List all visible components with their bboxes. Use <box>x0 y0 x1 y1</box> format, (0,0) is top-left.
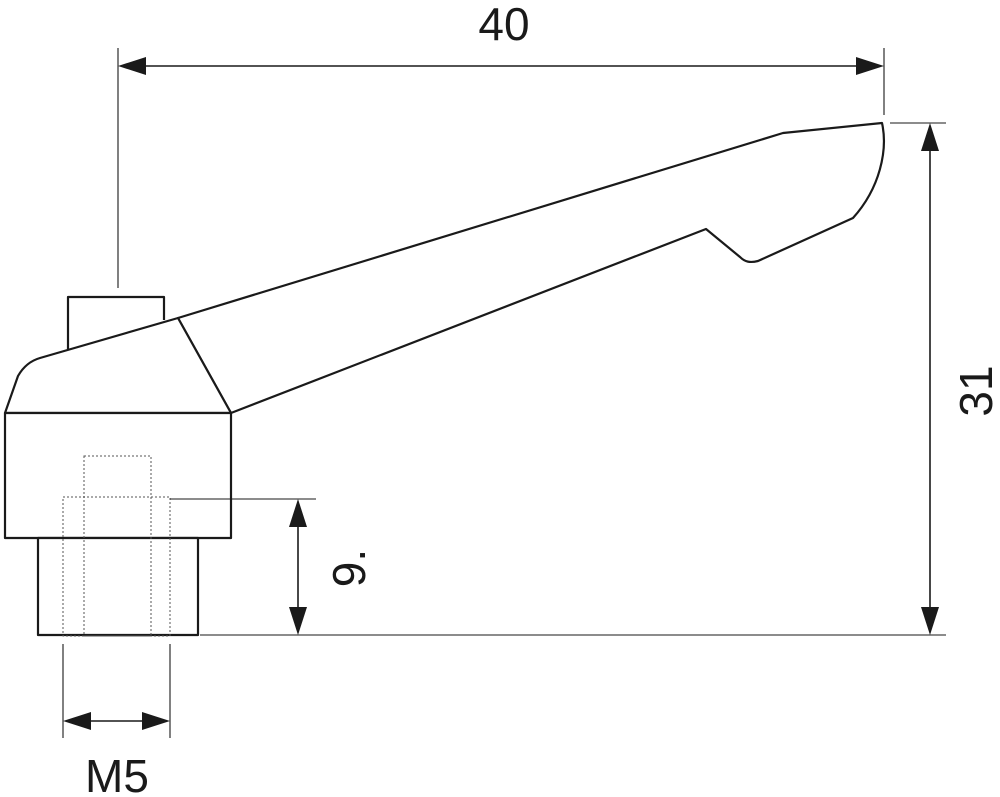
length-label: 40 <box>478 0 529 50</box>
hub-pin <box>66 295 166 349</box>
height-label: 31 <box>950 365 1000 416</box>
arrowhead-bottom <box>921 607 939 635</box>
hub-body <box>3 411 233 540</box>
hidden-thread-lines <box>62 455 171 637</box>
dimension-thread-length: 9. <box>170 498 375 635</box>
arrowhead-right <box>856 57 884 75</box>
lever-part <box>3 121 885 637</box>
arrowhead-top <box>921 123 939 151</box>
thread-length-label: 9. <box>323 549 375 587</box>
arrowhead-left <box>118 57 146 75</box>
dimension-height: 31 <box>200 122 1000 636</box>
arrowhead-bottom <box>289 607 307 635</box>
threaded-stud <box>36 536 200 637</box>
lever-arm <box>176 121 885 415</box>
arrowhead-top <box>289 499 307 527</box>
thread-size-label: M5 <box>85 750 149 797</box>
arrowhead-left <box>63 712 91 730</box>
arrowhead-right <box>142 712 170 730</box>
hub-cap <box>3 316 233 415</box>
dimension-thread-size: M5 <box>62 644 171 797</box>
dimension-length: 40 <box>117 0 885 288</box>
